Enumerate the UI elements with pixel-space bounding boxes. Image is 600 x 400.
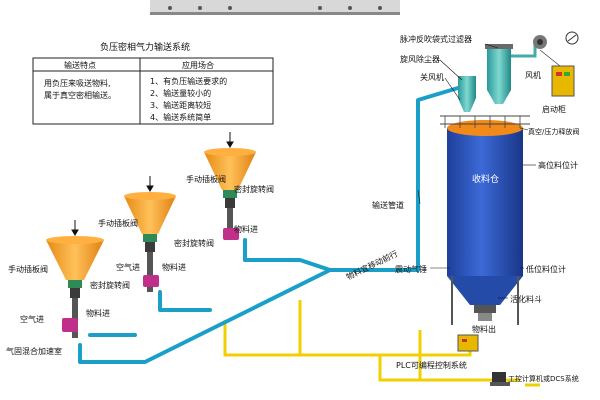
dcs-computer-icon — [490, 372, 510, 386]
label-cyclone: 旋风除尘器 — [400, 54, 440, 64]
label-rotary-valve-3: 密封旋转阀 — [234, 184, 274, 194]
conveying-pipes — [78, 86, 460, 364]
label-material-in-1: 物料进 — [86, 308, 110, 318]
silo-label: 收料仓 — [472, 173, 499, 185]
silo: 收料仓 — [440, 115, 530, 325]
label-transport-note: 物料宜移动前行 — [344, 248, 399, 282]
feed-hopper-3 — [204, 148, 256, 240]
label-air-in-2: 空气进 — [116, 262, 140, 272]
table-cell-feature-1: 用负压来吸送物料, — [44, 78, 111, 88]
table-cell-app-1: 1、有负压输送要求的 — [150, 76, 227, 86]
label-manual-gate-1: 手动插板阀 — [8, 264, 48, 274]
feed-arrows — [71, 132, 234, 236]
label-conveying-pipe: 输送管道 — [372, 200, 404, 210]
label-high-level: 高位料位计 — [538, 160, 578, 170]
features-table: 输送特点 应用场合 用负压来吸送物料, 属于真空密相输送。 1、有负压输送要求的… — [32, 57, 274, 125]
label-vacuum-valve: 真空/压力释放阀 — [528, 127, 579, 136]
label-material-in-2: 物料进 — [162, 262, 186, 272]
diagram-title: 负压密相气力输送系统 — [100, 41, 190, 53]
label-vibrator: 震动气锤 — [395, 264, 427, 274]
label-dcs: 工控计算机或DCS系统 — [508, 374, 579, 383]
pulse-bag-filter — [485, 44, 513, 104]
label-plc: PLC可编程控制系统 — [396, 360, 467, 370]
label-fan: 风机 — [525, 70, 541, 80]
label-rotary-valve-1: 密封旋转阀 — [90, 280, 130, 290]
label-air-in-1: 空气进 — [20, 314, 44, 324]
feed-hopper-2 — [124, 192, 176, 292]
label-pulse-filter: 脉冲反吹袋式过滤器 — [400, 34, 472, 44]
label-activation-hopper: 活化料斗 — [510, 294, 542, 304]
label-manual-gate-3: 手动插板阀 — [186, 174, 226, 184]
table-header-applications: 应用场合 — [182, 60, 214, 70]
table-cell-feature-2: 属于真空密相输送。 — [44, 90, 116, 100]
label-low-level: 低位料位计 — [526, 264, 566, 274]
table-cell-app-3: 3、输送距离较短 — [150, 100, 211, 110]
table-cell-app-4: 4、输送系统简单 — [150, 112, 211, 122]
fan — [533, 35, 547, 49]
gauge-icon — [565, 31, 579, 45]
cabinet-link — [539, 49, 561, 67]
start-cabinet — [551, 65, 575, 97]
table-cell-app-2: 2、输送量较小的 — [150, 88, 211, 98]
plc-cabinet — [457, 334, 479, 352]
leader-lines — [417, 43, 536, 299]
label-rotary-valve-2: 密封旋转阀 — [174, 238, 214, 248]
label-mix-chamber: 气固混合加速室 — [6, 346, 62, 356]
label-manual-gate-2: 手动插板阀 — [98, 218, 138, 228]
label-start-cabinet: 启动柜 — [542, 104, 566, 114]
label-material-out: 物料出 — [472, 324, 496, 334]
top-decoration — [150, 0, 400, 15]
fan-pipe — [511, 44, 537, 58]
label-close-fan: 关风机 — [420, 72, 444, 82]
label-material-in-3: 物料进 — [234, 224, 258, 234]
table-header-features: 输送特点 — [64, 60, 96, 70]
cyclone-dust-collector — [458, 76, 476, 112]
mixing-chambers — [62, 228, 239, 332]
